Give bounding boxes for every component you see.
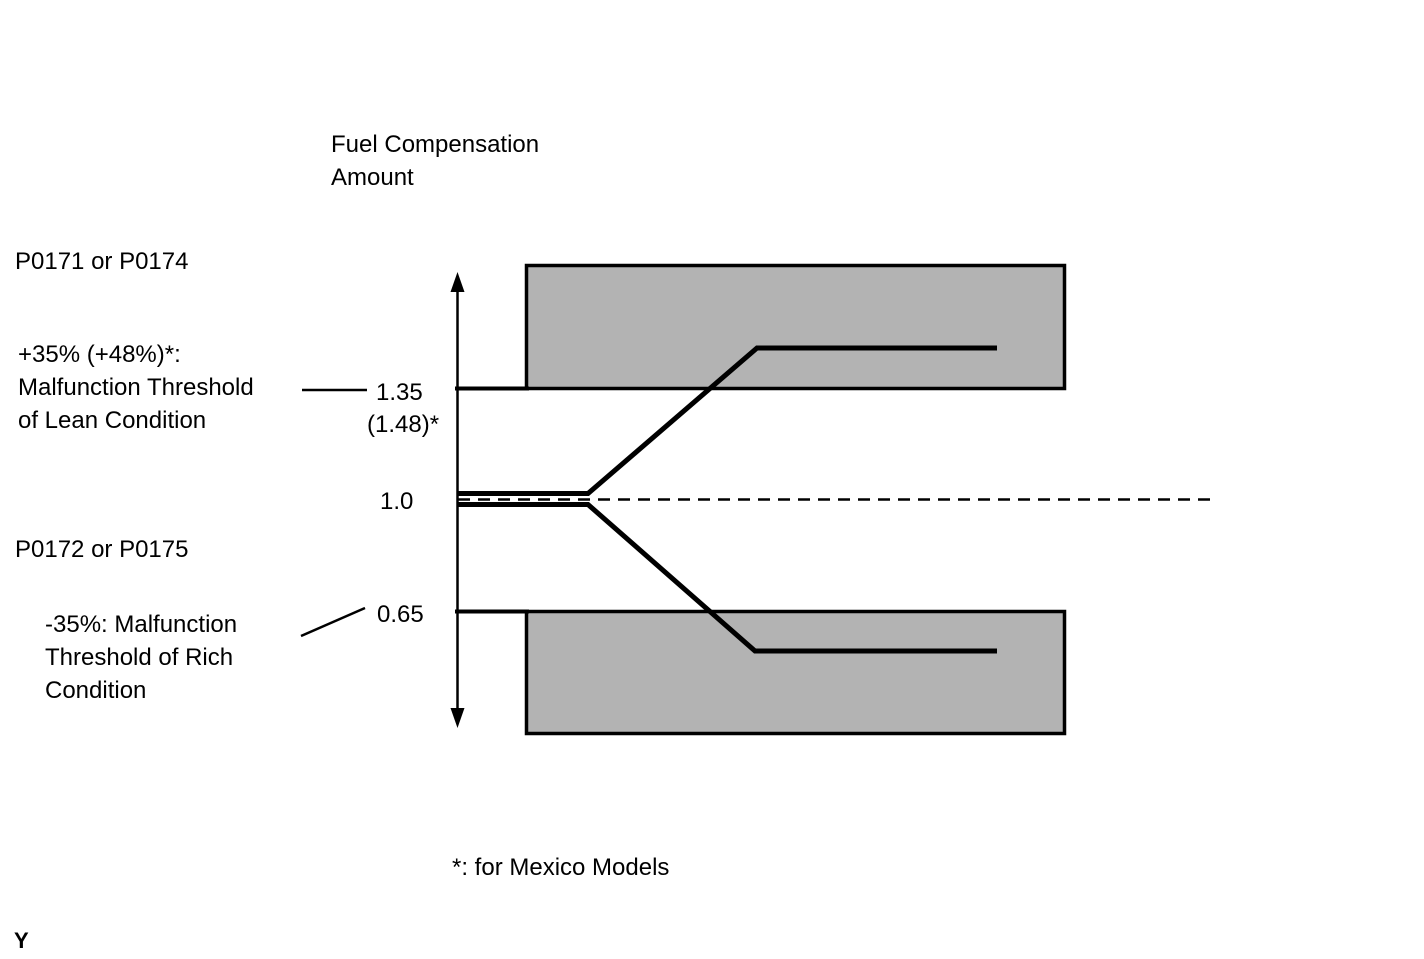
rich-threshold-line-2: Threshold of Rich [45, 644, 234, 671]
rich-leader-line [300, 606, 366, 638]
tick-label-1-35: 1.35 [376, 379, 423, 406]
lean-threshold-line-1: +35% (+48%)*: [18, 341, 181, 368]
arrow-down-icon [450, 708, 465, 728]
lean-threshold-label: +35% (+48%)*: Malfunction Threshold of Lea… [18, 338, 254, 437]
arrow-up-icon [450, 272, 465, 292]
rich-dtc-label: P0172 or P0175 [15, 536, 189, 563]
tick-label-1-48-mexico: (1.48)* [367, 411, 440, 438]
rich-threshold-line-1: -35%: Malfunction [45, 611, 238, 638]
page-marker: Y [14, 928, 29, 953]
lean-excursion-trace [458, 345, 997, 496]
lean-malfunction-region [524, 263, 1067, 391]
lean-threshold-line-2: Malfunction Threshold [18, 374, 254, 401]
lean-threshold-line-3: of Lean Condition [18, 407, 207, 434]
rich-excursion-trace [458, 502, 997, 654]
footnote: *: for Mexico Models [452, 854, 670, 881]
axis-title-line-1: Fuel Compensation [331, 131, 540, 158]
axis-title-line-2: Amount [331, 164, 414, 191]
lean-dtc-label: P0171 or P0174 [15, 248, 189, 275]
rich-threshold-line-3: Condition [45, 677, 147, 704]
tick-label-1-0: 1.0 [380, 488, 414, 515]
tick-label-0-65: 0.65 [377, 601, 424, 628]
rich-malfunction-region [524, 609, 1067, 736]
